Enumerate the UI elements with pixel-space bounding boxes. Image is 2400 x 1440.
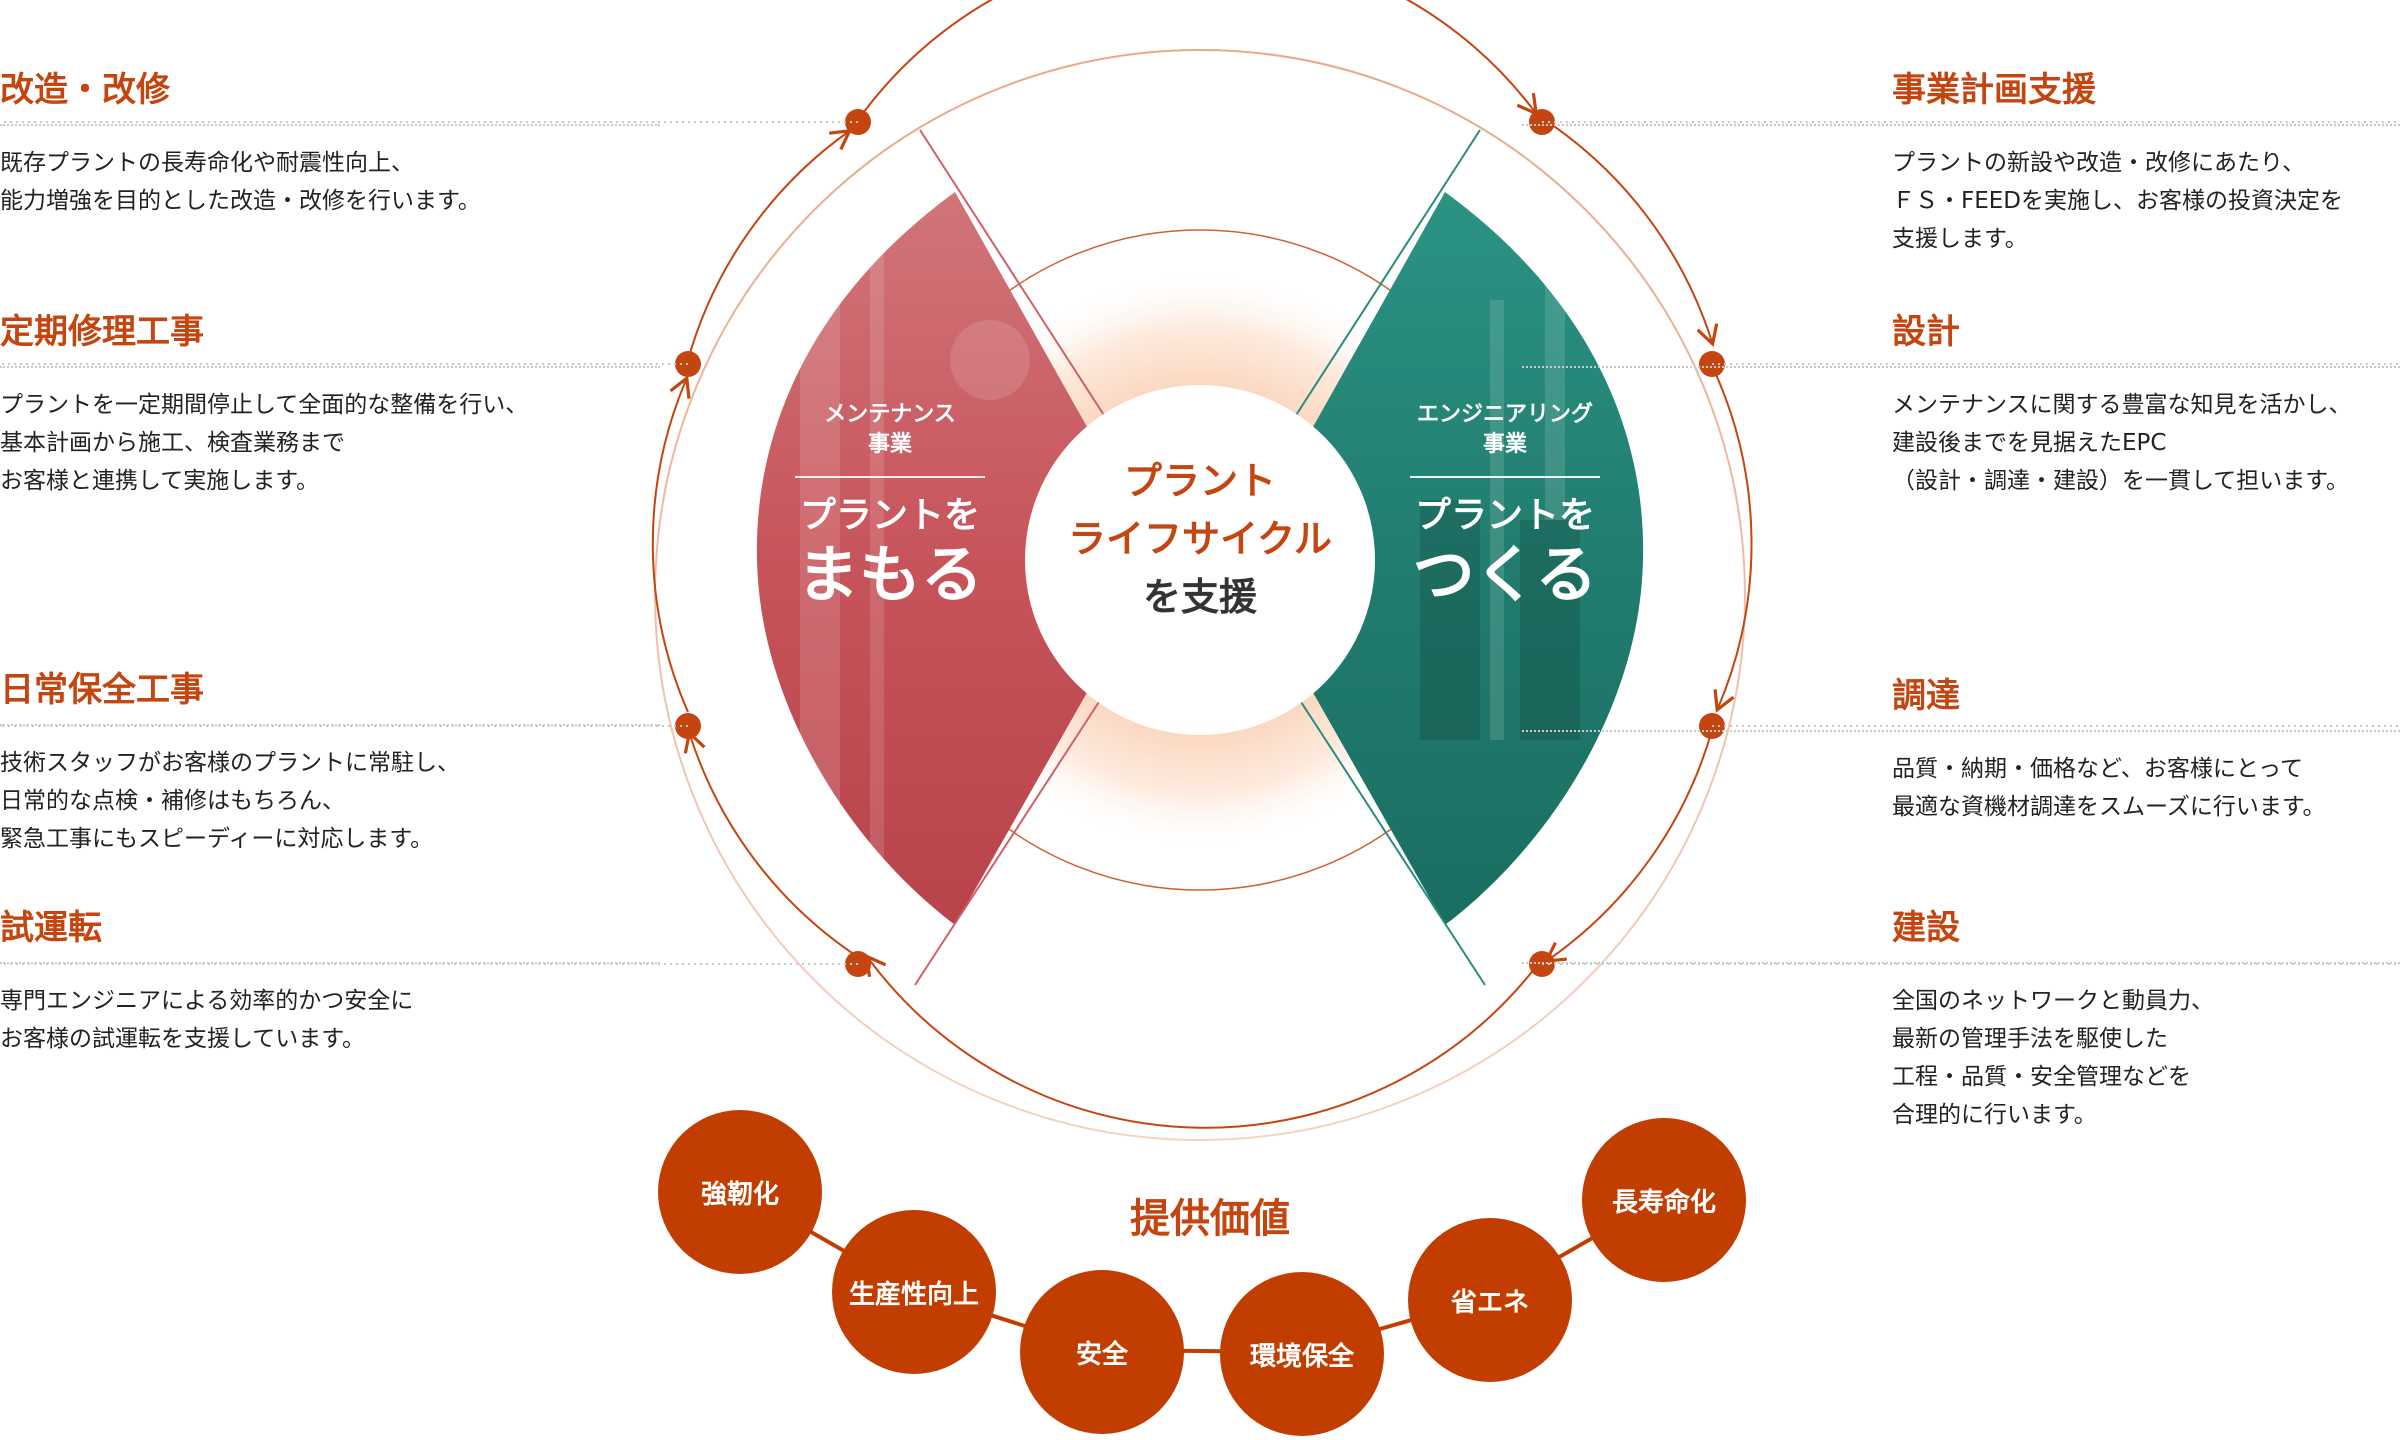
service-title: 設計	[1892, 312, 1960, 352]
divider	[0, 124, 660, 126]
engineering-main-2: つくる	[1412, 538, 1598, 611]
service-title: 調達	[1892, 676, 1960, 716]
divider	[1522, 962, 2400, 964]
service-description: プラントを一定期間停止して全面的な整備を行い、 基本計画から施工、検査業務まで …	[0, 392, 529, 494]
maintenance-divider	[795, 476, 985, 478]
value-circle-kankyo: 環境保全	[1220, 1272, 1384, 1436]
center-circle	[1025, 385, 1375, 735]
divider	[0, 962, 660, 964]
service-teiki: 定期修理工事 プラントを一定期間停止して全面的な整備を行い、 基本計画から施工、…	[0, 310, 660, 500]
service-kaizo: 改造・改修 既存プラントの長寿命化や耐震性向上、 能力増強を目的とした改造・改修…	[0, 68, 660, 220]
service-chotatsu: 調達 品質・納期・価格など、お客様にとって 最適な資機材調達をスムーズに行います…	[1522, 674, 2400, 826]
engineering-subtitle: エンジニアリング 事業	[1416, 402, 1593, 457]
engineering-label: エンジニアリング 事業 プラントを つくる	[1380, 400, 1630, 612]
service-shiunten: 試運転 専門エンジニアによる効率的かつ安全に お客様の試運転を支援しています。	[0, 906, 660, 1058]
engineering-petal	[1282, 192, 1644, 925]
maintenance-main-2: まもる	[796, 538, 983, 611]
service-kensetsu: 建設 全国のネットワークと動員力、 最新の管理手法を駆使した 工程・品質・安全管…	[1522, 906, 2400, 1134]
engineering-divider	[1410, 476, 1600, 478]
service-jigyo-keikaku: 事業計画支援 プラントの新設や改造・改修にあたり、 ＦＳ・FEEDを実施し、お客…	[1522, 68, 2400, 258]
orbit-arrows	[651, 0, 1753, 1129]
value-circle-chojumyo: 長寿命化	[1582, 1118, 1746, 1282]
divider	[0, 366, 660, 368]
center-line-1: プラント	[1123, 459, 1276, 503]
service-description: 専門エンジニアによる効率的かつ安全に お客様の試運転を支援しています。	[0, 988, 414, 1052]
cross-line-red-1	[919, 129, 1121, 441]
maintenance-subtitle: メンテナンス 事業	[824, 402, 956, 457]
service-title: 事業計画支援	[1892, 70, 2096, 110]
center-line-3: を支援	[1142, 575, 1257, 619]
service-sekkei: 設計 メンテナンスに関する豊富な知見を活かし、 建設後までを見据えたEPC （設…	[1522, 310, 2400, 500]
service-description: プラントの新設や改造・改修にあたり、 ＦＳ・FEEDを実施し、お客様の投資決定を…	[1892, 150, 2344, 252]
service-description: 全国のネットワークと動員力、 最新の管理手法を駆使した 工程・品質・安全管理など…	[1892, 988, 2214, 1128]
service-description: 既存プラントの長寿命化や耐震性向上、 能力増強を目的とした改造・改修を行います。	[0, 150, 481, 214]
divider	[1522, 124, 2400, 126]
value-title: 提供価値	[1130, 1196, 1290, 1242]
cross-line-green-1	[1279, 129, 1481, 441]
service-description: 技術スタッフがお客様のプラントに常駐し、 日常的な点検・補修はもちろん、 緊急工…	[0, 750, 460, 852]
value-circle-anzen: 安全	[1020, 1270, 1184, 1434]
service-nichijo: 日常保全工事 技術スタッフがお客様のプラントに常駐し、 日常的な点検・補修はもち…	[0, 668, 660, 858]
maintenance-petal	[756, 192, 1118, 925]
cross-line-red-2	[914, 684, 1111, 986]
service-title: 建設	[1892, 908, 1960, 948]
engineering-main-1: プラントを	[1414, 495, 1595, 536]
service-title: 試運転	[0, 908, 102, 948]
service-title: 日常保全工事	[0, 670, 204, 710]
service-title: 定期修理工事	[0, 312, 204, 352]
maintenance-label: メンテナンス 事業 プラントを まもる	[780, 400, 1000, 612]
divider	[0, 724, 660, 726]
service-title: 改造・改修	[0, 70, 170, 110]
service-description: 品質・納期・価格など、お客様にとって 最適な資機材調達をスムーズに行います。	[1892, 756, 2326, 820]
divider	[1522, 730, 2400, 732]
value-circle-seisansei: 生産性向上	[832, 1210, 996, 1374]
center-label: プラント ライフサイクル を支援	[1025, 452, 1375, 626]
cross-line-green-2	[1289, 684, 1486, 986]
value-circle-kyojinka: 強靭化	[658, 1110, 822, 1274]
connector-lines	[0, 121, 2400, 965]
divider	[1522, 366, 2400, 368]
value-circle-shoene: 省エネ	[1408, 1218, 1572, 1382]
service-description: メンテナンスに関する豊富な知見を活かし、 建設後までを見据えたEPC （設計・調…	[1892, 392, 2352, 494]
maintenance-main-1: プラントを	[799, 495, 980, 536]
petal-texture	[800, 240, 1580, 860]
center-line-2: ライフサイクル	[1067, 517, 1333, 561]
